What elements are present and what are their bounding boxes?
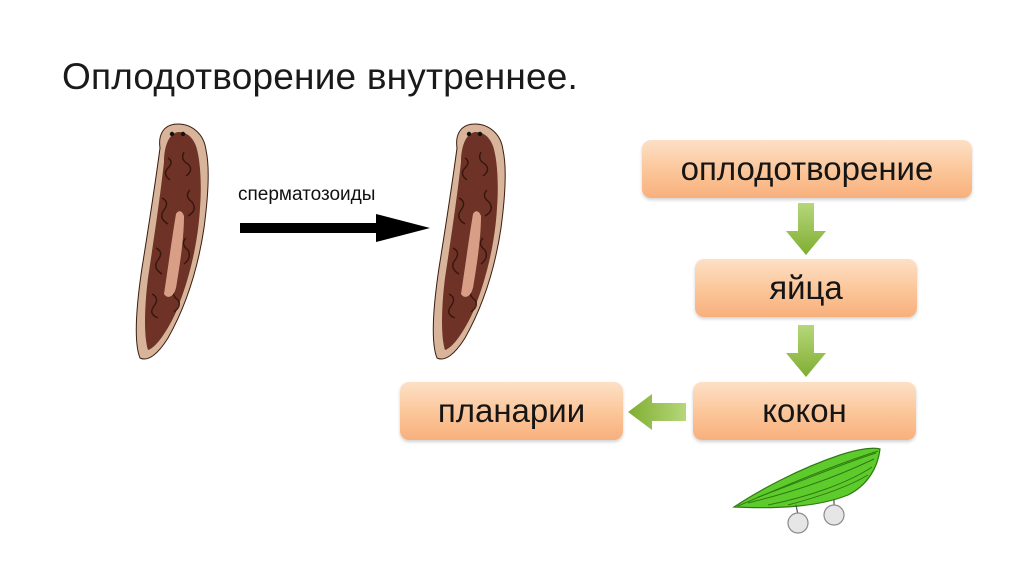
cocoon-leaf-icon <box>732 447 881 534</box>
arrow-left-icon <box>628 394 686 430</box>
arrow-down-icon <box>786 325 826 377</box>
flow-box-eggs: яйца <box>695 259 917 317</box>
arrow-down-icon <box>786 203 826 255</box>
arrow-right-icon <box>240 214 430 242</box>
sperm-arrow-label: сперматозоиды <box>238 184 376 205</box>
flow-box-planaria: планарии <box>400 382 623 440</box>
flow-box-fertilization: оплодотворение <box>642 140 972 198</box>
flow-box-cocoon: кокон <box>693 382 916 440</box>
planarian-icon <box>135 123 209 360</box>
slide-title: Оплодотворение внутреннее. <box>62 56 579 97</box>
planarian-icon <box>432 123 506 360</box>
